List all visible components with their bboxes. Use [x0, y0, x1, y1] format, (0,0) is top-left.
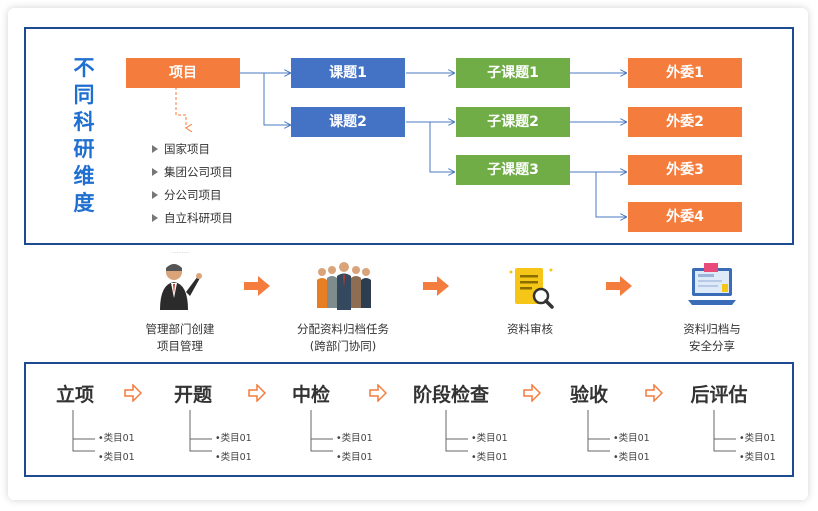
team-icon: [317, 262, 371, 310]
project-type-list: 国家项目 集团公司项目 分公司项目 自立科研项目: [152, 140, 233, 232]
triangle-icon: [152, 214, 158, 222]
list-item: 自立科研项目: [152, 209, 233, 232]
stage-item: •类目01: [739, 433, 776, 444]
step-label-archive: 资料归档与安全分享: [683, 322, 741, 353]
step-label-create: 管理部门创建项目管理: [145, 322, 215, 353]
stage-label: 开题: [173, 384, 212, 406]
list-item: 国家项目: [152, 140, 233, 163]
arrow-right-icon: [244, 276, 270, 296]
hollow-arrow-icon: [369, 384, 387, 402]
stage-label: 验收: [569, 384, 608, 406]
stage-item: •类目01: [613, 452, 650, 463]
hollow-arrow-icon: [645, 384, 663, 402]
title-char: 研: [73, 137, 95, 161]
subtopic-box-1: 子课题1: [456, 58, 570, 88]
stage-item: •类目01: [336, 433, 373, 444]
arrow-right-icon: [606, 276, 632, 296]
dimension-title: 不 同 科 研 维 度: [70, 55, 98, 217]
subtopic-box-2: 子课题2: [456, 107, 570, 137]
triangle-icon: [152, 168, 158, 176]
stage-item: •类目01: [215, 452, 252, 463]
list-item: 集团公司项目: [152, 163, 233, 186]
list-item: 分公司项目: [152, 186, 233, 209]
external-box-4: 外委4: [628, 202, 742, 232]
step-label-assign: 分配资料归档任务(跨部门协同): [297, 322, 389, 353]
title-char: 维: [73, 164, 95, 188]
external-box-3: 外委3: [628, 155, 742, 185]
stage-item: •类目01: [336, 452, 373, 463]
stage-frame: [24, 362, 794, 477]
stage-item: •类目01: [739, 452, 776, 463]
title-char: 同: [73, 83, 95, 107]
hollow-arrow-icon: [523, 384, 541, 402]
arrow-right-icon: [423, 276, 449, 296]
computer-archive-icon: [688, 263, 736, 305]
triangle-icon: [152, 145, 158, 153]
stage-item: •类目01: [471, 433, 508, 444]
document-review-icon: [509, 268, 554, 309]
title-char: 度: [73, 191, 95, 215]
stage-label: 后评估: [690, 384, 748, 406]
icon-caption: ···········: [172, 250, 190, 256]
stage-item: •类目01: [98, 452, 135, 463]
project-box: 项目: [126, 58, 240, 88]
external-box-2: 外委2: [628, 107, 742, 137]
stage-item: •类目01: [471, 452, 508, 463]
stage-item: •类目01: [98, 433, 135, 444]
title-char: 不: [73, 56, 95, 80]
external-box-1: 外委1: [628, 58, 742, 88]
topic-box-1: 课题1: [291, 58, 405, 88]
stage-label: 阶段检查: [412, 384, 489, 406]
triangle-icon: [152, 191, 158, 199]
manager-icon: [160, 264, 202, 310]
stage-item: •类目01: [215, 433, 252, 444]
step-label-review: 资料审核: [507, 322, 553, 336]
stage-item: •类目01: [613, 433, 650, 444]
topic-box-2: 课题2: [291, 107, 405, 137]
subtopic-box-3: 子课题3: [456, 155, 570, 185]
hollow-arrow-icon: [248, 384, 266, 402]
stage-label: 中检: [291, 384, 330, 406]
title-char: 科: [73, 110, 95, 134]
hollow-arrow-icon: [124, 384, 142, 402]
stage-label: 立项: [55, 384, 94, 406]
